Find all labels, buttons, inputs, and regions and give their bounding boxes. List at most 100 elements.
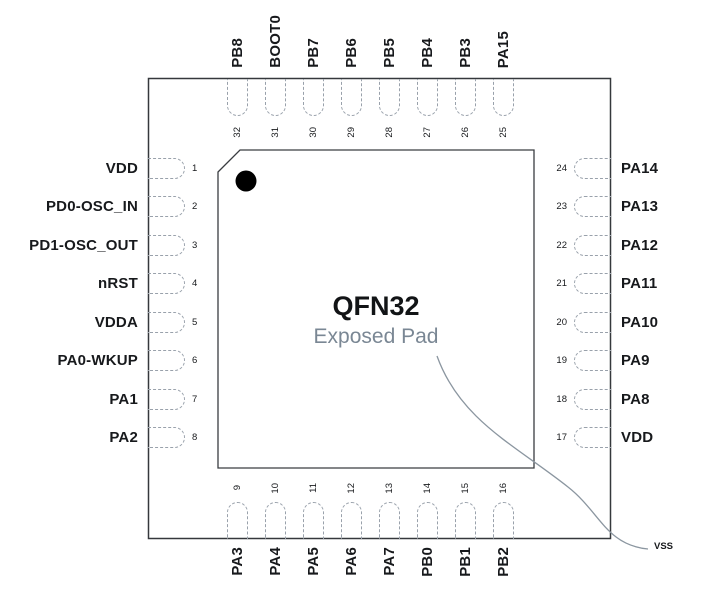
pin-cell: 13 [370,476,408,500]
pin-label: PA3 [228,547,246,576]
left-pin-numbers: 1 2 3 4 5 6 7 8 [192,149,212,457]
pin-label: PA11 [621,275,658,293]
pin-cell: 30 [294,120,332,144]
pin-cell: 31 [256,120,294,144]
pin-pad [148,234,185,256]
pin-cell: 15 [446,476,484,500]
pin-cell: BOOT0 [256,4,294,68]
pin-number: 21 [556,278,567,290]
pin-cell: 21 [545,265,567,304]
pin-cell: PB5 [370,4,408,68]
pin-cell [484,502,522,539]
pin-pad [148,350,185,372]
pin-number: 13 [383,482,395,494]
package-title: QFN32 [332,291,420,321]
pin-cell: PD0-OSC_IN [0,188,138,227]
pin-pad [148,427,185,449]
pin-cell: 25 [484,120,522,144]
pin-pad [492,79,514,116]
pin-cell: PA0-WKUP [0,342,138,381]
pin-number: 24 [556,162,567,174]
pin-cell: VDDA [0,303,138,342]
pin-label: PB8 [228,38,246,68]
pin-cell [573,149,611,188]
pin-cell [148,380,186,419]
package-center-text: QFN32 Exposed Pad [218,291,534,349]
die-outline [217,149,535,469]
pin-label: PD0-OSC_IN [45,198,138,216]
pin-label: PB4 [418,38,436,68]
pin-cell [148,265,186,304]
pin-pad [148,196,185,218]
pin-cell: PA4 [256,547,294,596]
pin-number: 20 [556,316,567,328]
pin-pad [492,502,514,539]
pin-number: 16 [497,482,509,494]
pin-label: VDD [105,159,138,177]
pin-number: 28 [383,126,395,138]
pin-cell [148,419,186,458]
pin-cell: PB1 [446,547,484,596]
pin-cell: 18 [545,380,567,419]
pin-cell: PA14 [621,149,701,188]
pin-pad [148,157,185,179]
pin-cell: 6 [192,342,212,381]
pin-cell: PA7 [370,547,408,596]
pin-label: PA14 [621,159,659,177]
bottom-pin-numbers: 9 10 11 12 13 14 15 16 [218,476,522,500]
pin-cell [218,502,256,539]
pin-cell [573,226,611,265]
pin-label: PB6 [342,38,360,68]
pin-cell: 32 [218,120,256,144]
pin-cell: nRST [0,265,138,304]
pin-pad [302,79,324,116]
top-pin-numbers: 32 31 30 29 28 27 26 25 [218,120,522,144]
pin-cell: PA9 [621,342,701,381]
pin-cell [446,79,484,116]
pin-cell: 29 [332,120,370,144]
pin-pad [574,350,611,372]
pin-number: 11 [307,483,319,493]
pin-pad [340,79,362,116]
pin-cell [370,79,408,116]
pin-cell: 9 [218,476,256,500]
pin-cell [294,79,332,116]
pin-label: PB7 [304,38,322,68]
pin-pad [378,502,400,539]
pin-cell [446,502,484,539]
pin-cell [332,79,370,116]
pin-cell: VDD [0,149,138,188]
pin-number: 6 [192,355,198,367]
pin-cell: PA1 [0,380,138,419]
pin-pad [302,502,324,539]
pin-cell: PA15 [484,4,522,68]
pin-cell [573,380,611,419]
pin-number: 19 [556,355,567,367]
pin-cell: 16 [484,476,522,500]
pin-cell: PB8 [218,4,256,68]
right-pin-numbers: 24 23 22 21 20 19 18 17 [545,149,567,457]
pin-pad [264,502,286,539]
pin-label: PB1 [456,547,474,577]
pin-label: PA8 [621,390,650,408]
left-pin-pads [148,149,186,457]
pin-cell: 22 [545,226,567,265]
pin-cell: PA3 [218,547,256,596]
pin-cell: 27 [408,120,446,144]
right-pin-pads [573,149,611,457]
pin-number: 12 [345,482,357,494]
pin-cell: PB7 [294,4,332,68]
pin-cell: 10 [256,476,294,500]
pin-number: 23 [556,201,567,213]
pin-cell: PA10 [621,303,701,342]
pin-pad [574,311,611,333]
pin-label: PB5 [380,38,398,68]
pin-pad [148,273,185,295]
pin-cell: 1 [192,149,212,188]
pin-pad [340,502,362,539]
pin-pad [574,196,611,218]
pin-label: PA15 [494,30,512,68]
pin-cell [294,502,332,539]
pin-cell: PA13 [621,188,701,227]
pin-number: 29 [345,126,357,138]
